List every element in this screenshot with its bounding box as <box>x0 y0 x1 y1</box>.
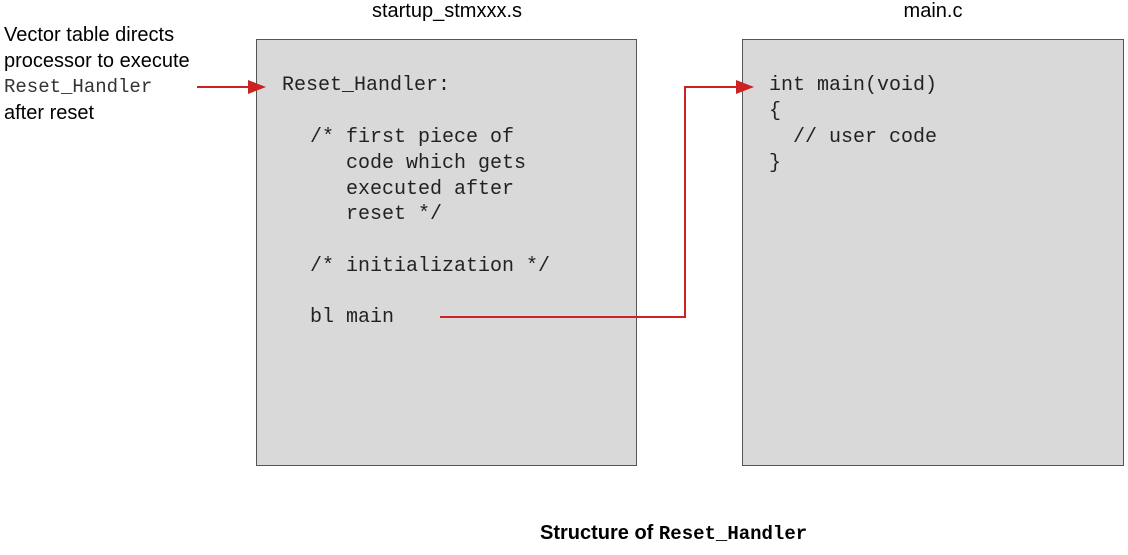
caption-prefix: Structure of <box>540 522 659 544</box>
note-line: processor to execute <box>4 50 190 72</box>
entry-arrowhead <box>248 80 266 94</box>
code-line-comment: executed after <box>310 178 515 201</box>
note-code-reset-handler: Reset_Handler <box>4 76 153 98</box>
code-line-user-code: // user code <box>769 126 938 149</box>
startup-file-title: startup_stmxxx.s <box>371 0 523 22</box>
figure-caption: Structure of Reset_Handler <box>540 522 807 545</box>
call-arrowhead <box>736 80 754 94</box>
code-line-comment: /* first piece of <box>310 126 515 149</box>
main-file-title: main.c <box>903 0 963 22</box>
code-line-comment: code which gets <box>310 152 527 175</box>
code-line-initialization: /* initialization */ <box>310 255 551 278</box>
main-code-box: int main(void) { // user code } <box>742 39 1124 466</box>
code-line-open-brace: { <box>769 100 782 123</box>
explanation-note: Vector table directs processor to execut… <box>4 22 190 126</box>
note-line: after reset <box>4 102 95 124</box>
call-arrow-line <box>440 86 738 318</box>
startup-code-box: Reset_Handler: /* first piece of code wh… <box>256 39 637 466</box>
caption-code: Reset_Handler <box>658 523 808 545</box>
code-line-comment: reset */ <box>310 203 443 226</box>
note-line: Vector table directs <box>4 24 175 46</box>
code-line-bl-main: bl main <box>310 306 395 329</box>
code-line-close-brace: } <box>769 152 782 175</box>
code-line-main-signature: int main(void) <box>769 74 938 97</box>
code-line-reset-handler-label: Reset_Handler: <box>282 74 451 97</box>
